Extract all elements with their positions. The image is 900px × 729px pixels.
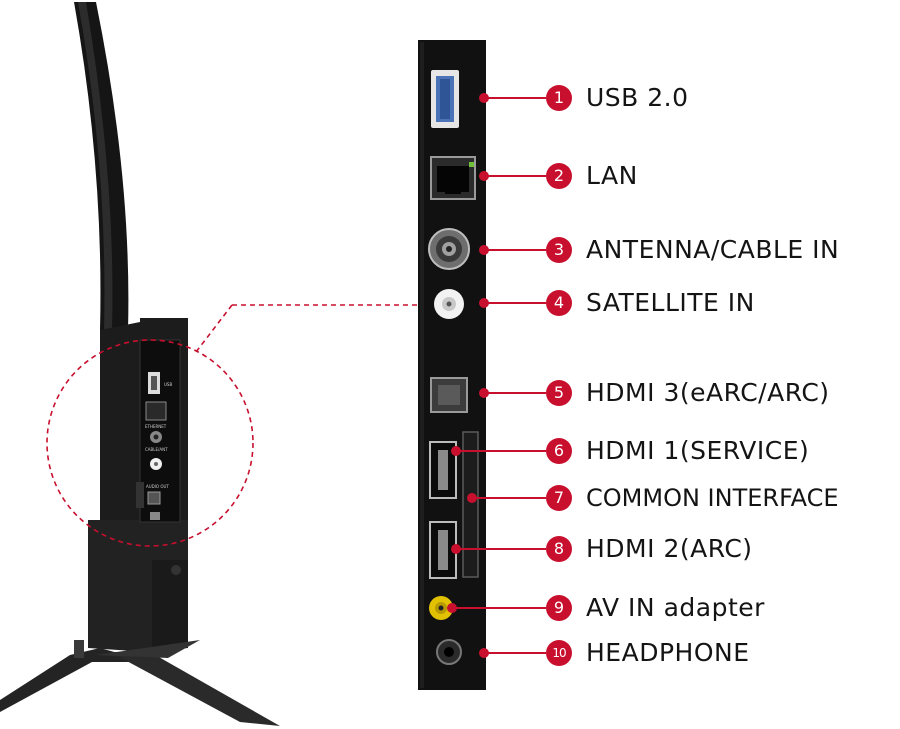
hdmi-port-icon <box>429 521 457 579</box>
optical-port-icon <box>430 377 468 413</box>
port-label-hdmi2: HDMI 2(ARC) <box>586 534 753 563</box>
port-label-hdmi3: HDMI 3(eARC/ARC) <box>586 378 830 407</box>
port-label-av-in: AV IN adapter <box>586 593 765 622</box>
lan-port-icon <box>430 156 476 200</box>
callout-number-2: 2 <box>546 163 572 189</box>
callout-number-6: 6 <box>546 438 572 464</box>
tv-stand <box>0 640 280 726</box>
headphone-port-icon <box>436 639 462 665</box>
callout-number-8: 8 <box>546 536 572 562</box>
tv-side-cable-ant-text: CABLE/ANT <box>145 447 168 452</box>
zoom-line-diagonal <box>195 304 233 353</box>
av-in-port-icon <box>429 596 453 620</box>
lan-port-icon <box>145 401 167 421</box>
usb-port-icon <box>431 70 459 128</box>
callout-number-1: 1 <box>546 85 572 111</box>
tv-side-usb-text: USB <box>164 382 172 387</box>
port-label-hdmi1: HDMI 1(SERVICE) <box>586 436 810 465</box>
callout-number-3: 3 <box>546 237 572 263</box>
tv-side-ethernet-text: ETHERNET <box>145 424 167 429</box>
ci-slot-icon <box>462 431 479 578</box>
callout-number-5: 5 <box>546 380 572 406</box>
callout-number-9: 9 <box>546 595 572 621</box>
port-label-headphone: HEADPHONE <box>586 638 750 667</box>
optical-port-icon <box>147 491 161 505</box>
callout-number-4: 4 <box>546 290 572 316</box>
port-label-antenna: ANTENNA/CABLE IN <box>586 235 840 264</box>
callout-number-7: 7 <box>546 485 572 511</box>
port-label-lan: LAN <box>586 161 638 190</box>
satellite-port-icon <box>434 289 464 319</box>
callout-leaders <box>447 93 546 658</box>
hdmi-port-icon <box>150 512 160 520</box>
tv-side-view: USB ETHERNET CABLE/ANT AUDIO OUT <box>0 2 280 726</box>
antenna-port-icon <box>428 228 470 270</box>
hdmi-port-icon <box>429 441 457 499</box>
tv-side-audio-out-text: AUDIO OUT <box>146 484 169 489</box>
port-panel <box>418 40 486 690</box>
callout-number-10: 10 <box>546 640 572 666</box>
zoom-circle <box>46 339 254 547</box>
port-label-usb: USB 2.0 <box>586 83 689 112</box>
port-label-satellite: SATELLITE IN <box>586 288 755 317</box>
port-label-ci: COMMON INTERFACE <box>586 484 839 512</box>
